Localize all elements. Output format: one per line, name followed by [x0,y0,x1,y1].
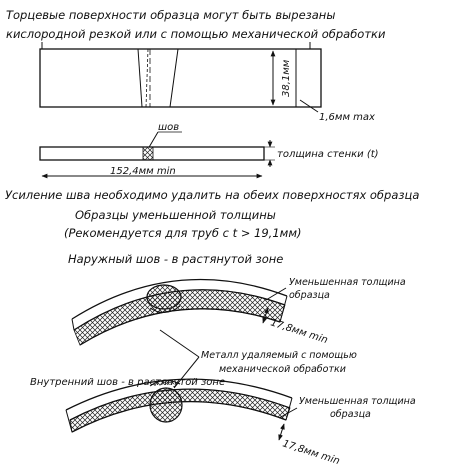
upper-dim-line [262,307,269,324]
machined-leader-upper [159,329,200,358]
upper-dim-label: 17,8мм min [269,317,329,346]
upper-reduced-label-line2: образца [289,290,330,301]
lower-reduced-leader [278,407,298,419]
length-dimension-label: 152,4мм min [110,166,176,177]
outer-weld-note: Наружный шов - в растянутой зоне [68,252,283,266]
upper-reduced-leader [265,287,287,301]
reinforcement-note: Усиление шва необходимо удалить на обеих… [5,188,419,202]
specimen-side-view [39,146,265,161]
outer-weld-specimen [71,278,288,346]
machined-metal-line2: механической обработки [219,364,346,375]
upper-reduced-label-line1: Уменьшенная толщина [289,277,406,288]
lower-dim-label: 17,8мм min [281,438,341,467]
width-dimension: 38,1мм [270,50,292,106]
width-dimension-label: 38,1мм [281,59,292,97]
top-note-line1: Торцевые поверхности образца могут быть … [6,8,335,22]
lower-dim-line [278,423,285,441]
weld-leader [147,131,159,150]
weld-label: шов [158,122,179,133]
lower-reduced-label-line2: образца [330,409,371,420]
inner-weld-note: Внутренний шов - в растянутой зоне [30,377,225,388]
wall-thickness-dimension [264,140,275,167]
max-label: 1,6мм max [319,112,375,123]
inner-weld-specimen [65,378,293,433]
wall-thickness-label: толщина стенки (t) [277,149,379,160]
specimen-plan-view [39,48,322,108]
recommended-note: (Рекомендуется для труб с t > 19,1мм) [64,226,301,240]
lower-reduced-label-line1: Уменьшенная толщина [299,396,416,407]
max-leader [299,99,319,113]
machined-metal-line1: Металл удаляемый с помощью [201,350,357,361]
top-note-line2: кислородной резкой или с помощью механич… [6,27,386,41]
reduced-title: Образцы уменьшенной толщины [75,208,276,222]
